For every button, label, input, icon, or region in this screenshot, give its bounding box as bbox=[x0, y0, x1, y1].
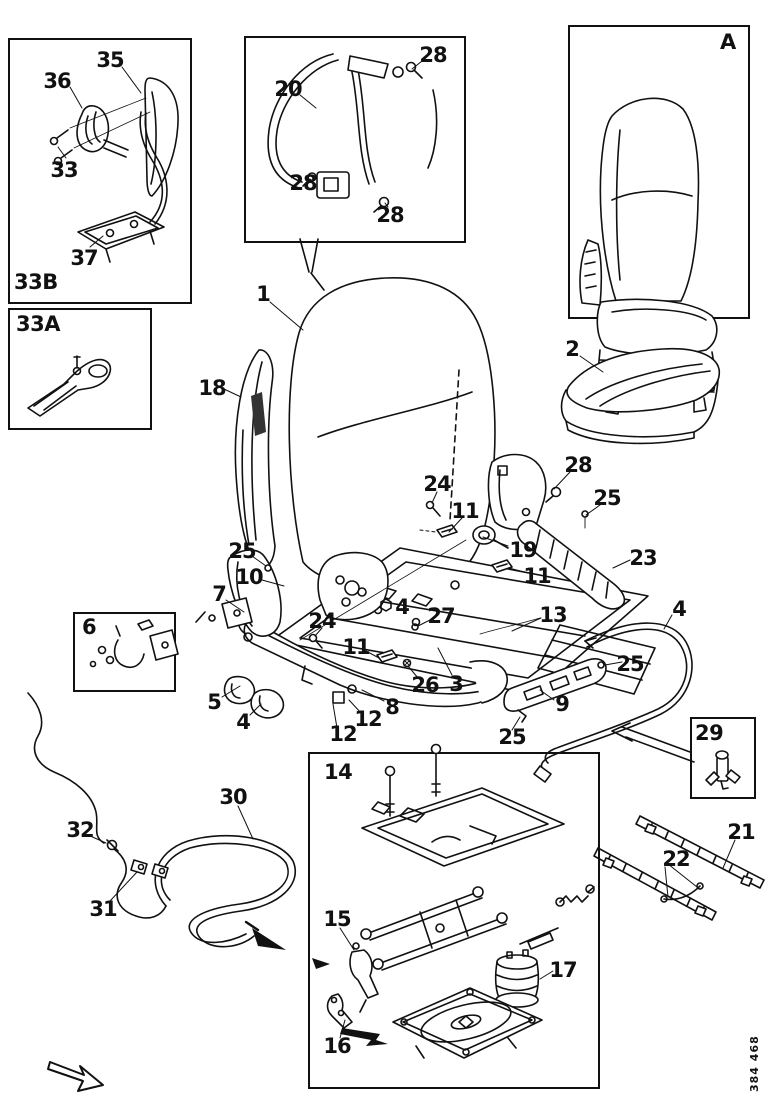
callout-24: 24 bbox=[308, 609, 336, 633]
callout-33: 33 bbox=[50, 158, 78, 182]
latch-33A-illustration bbox=[28, 356, 110, 416]
callout-30: 30 bbox=[219, 785, 247, 809]
inset-label-33B: 33B bbox=[14, 270, 58, 294]
callout-21: 21 bbox=[727, 820, 755, 844]
parts-7-illustration bbox=[196, 598, 252, 641]
cushion-2-illustration bbox=[562, 349, 720, 444]
callout-19: 19 bbox=[509, 538, 537, 562]
callout-17: 17 bbox=[549, 958, 577, 982]
callout-28: 28 bbox=[289, 171, 317, 195]
callout-22: 22 bbox=[662, 847, 690, 871]
callout-4: 4 bbox=[395, 595, 410, 619]
suspension-top-frame-illustration bbox=[362, 745, 564, 867]
figure-code: 384 468 bbox=[748, 1035, 761, 1093]
callout-25: 25 bbox=[616, 652, 644, 676]
callout-4: 4 bbox=[672, 597, 687, 621]
callout-10: 10 bbox=[235, 565, 263, 589]
inset-label-A: A bbox=[720, 30, 736, 54]
belt-guide-bracket-illustration bbox=[488, 455, 560, 530]
screws-33-illustration bbox=[51, 98, 151, 165]
inset-box-14 bbox=[308, 752, 600, 1089]
callout-35: 35 bbox=[96, 48, 124, 72]
rails-21-22-illustration bbox=[594, 816, 764, 920]
callout-11: 11 bbox=[451, 499, 479, 523]
callout-9: 9 bbox=[555, 692, 570, 716]
callout-4: 4 bbox=[236, 710, 251, 734]
headrest-guide-36-illustration bbox=[77, 106, 128, 157]
callout-11: 11 bbox=[523, 564, 551, 588]
arrow-to-valve-29 bbox=[612, 723, 694, 762]
direction-arrow-illustration bbox=[48, 1062, 103, 1091]
inset-box-33A bbox=[8, 308, 152, 430]
callout-20: 20 bbox=[274, 77, 302, 101]
headrest-pad-35-illustration bbox=[145, 78, 178, 196]
callout-28: 28 bbox=[564, 453, 592, 477]
callout-26: 26 bbox=[411, 673, 439, 697]
inset-label-29: 29 bbox=[695, 721, 724, 745]
callout-36: 36 bbox=[43, 69, 71, 93]
air-spring-17-illustration bbox=[496, 950, 539, 1007]
clips-and-screws-illustration bbox=[310, 502, 513, 667]
callout-7: 7 bbox=[212, 582, 227, 606]
callout-13: 13 bbox=[539, 603, 567, 627]
inset-label-14: 14 bbox=[324, 760, 353, 784]
brackets-5-4-illustration bbox=[225, 677, 284, 718]
suspension-base-frame-illustration bbox=[393, 988, 542, 1058]
inset-box-29 bbox=[690, 717, 756, 799]
callout-25: 25 bbox=[593, 486, 621, 510]
callout-18: 18 bbox=[198, 376, 226, 400]
cables-30-31-32-illustration bbox=[28, 693, 295, 950]
callout-28: 28 bbox=[419, 43, 447, 67]
callout-25: 25 bbox=[228, 539, 256, 563]
leader-lines bbox=[58, 61, 735, 1038]
recliner-mech-illustration bbox=[318, 553, 391, 620]
valve-29-illustration bbox=[706, 751, 740, 789]
callout-28: 28 bbox=[376, 203, 404, 227]
inset-20-pointer-tail bbox=[300, 239, 324, 290]
backrest-1-illustration bbox=[289, 278, 495, 610]
inset-6-parts-illustration bbox=[91, 620, 179, 667]
callout-27: 27 bbox=[427, 604, 455, 628]
callout-2: 2 bbox=[565, 337, 580, 361]
inset-label-6: 6 bbox=[82, 615, 97, 639]
callout-12: 12 bbox=[354, 707, 382, 731]
callout-11: 11 bbox=[342, 635, 370, 659]
panel-9-illustration bbox=[504, 659, 606, 722]
panel-23-illustration bbox=[518, 511, 625, 609]
callout-8: 8 bbox=[385, 695, 400, 719]
valance-8-illustration bbox=[244, 618, 507, 706]
callout-1: 1 bbox=[256, 282, 271, 306]
inset-box-belt-20 bbox=[244, 36, 466, 243]
callout-32: 32 bbox=[66, 818, 94, 842]
inset-label-33A: 33A bbox=[16, 312, 60, 336]
suspension-scissor-illustration bbox=[361, 885, 594, 970]
callout-16: 16 bbox=[323, 1034, 351, 1058]
inset-box-33B bbox=[8, 38, 192, 304]
callout-23: 23 bbox=[629, 546, 657, 570]
callout-25: 25 bbox=[498, 725, 526, 749]
complete-seat-A-illustration bbox=[580, 98, 717, 414]
callout-31: 31 bbox=[89, 897, 117, 921]
cable-4-illustration bbox=[534, 623, 692, 782]
lever-15-illustration bbox=[312, 943, 378, 1012]
callout-3: 3 bbox=[449, 672, 464, 696]
callout-37: 37 bbox=[70, 246, 98, 270]
callout-15: 15 bbox=[323, 907, 351, 931]
callout-12: 12 bbox=[329, 722, 357, 746]
callout-5: 5 bbox=[207, 690, 222, 714]
bracket-16-illustration bbox=[328, 994, 388, 1046]
seat-belt-20-illustration bbox=[268, 54, 437, 212]
callout-24: 24 bbox=[423, 472, 451, 496]
